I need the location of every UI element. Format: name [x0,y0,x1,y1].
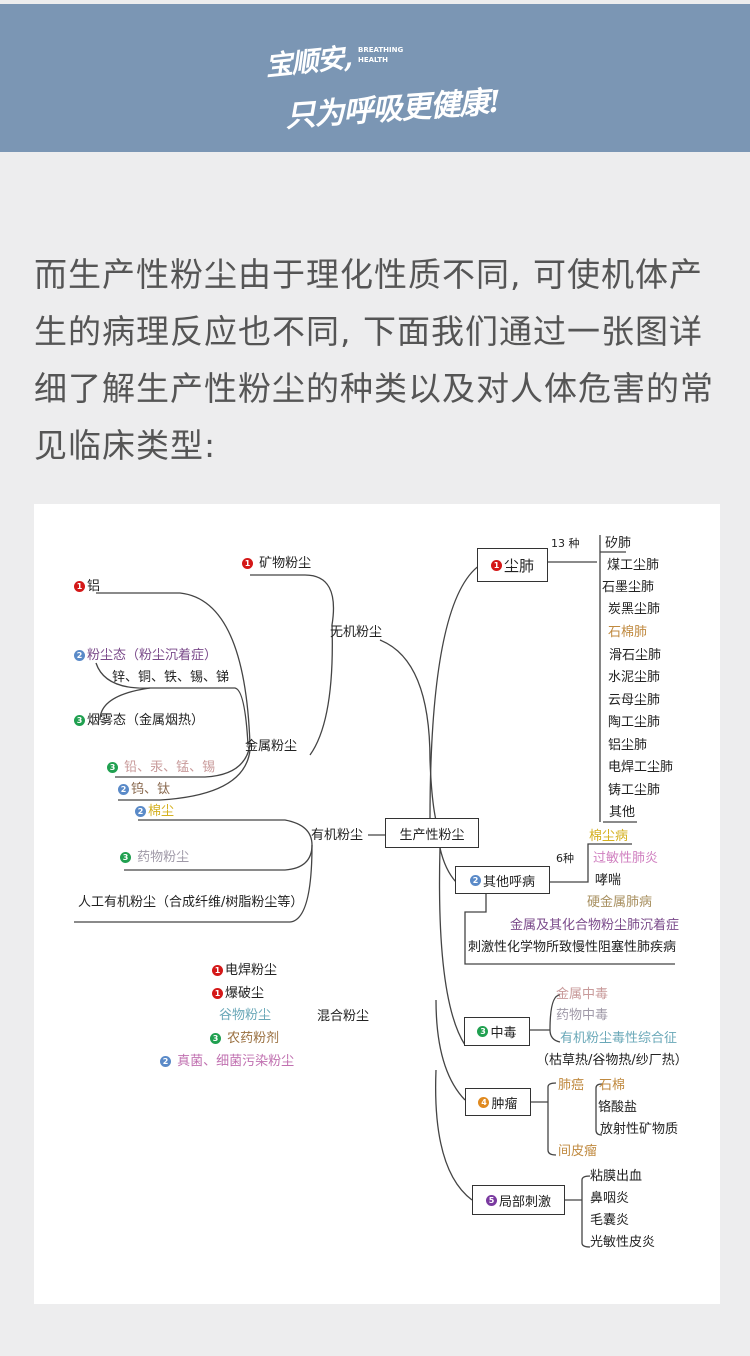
badge-3-icon: 3 [210,1033,221,1044]
label: 局部刺激 [498,1194,551,1210]
node-fungi-dust: 2 真菌、细菌污染粉尘 [160,1054,294,1070]
cancer-cause: 石棉 [599,1078,626,1093]
node-mineral-dust: 1 矿物粉尘 [242,556,311,572]
badge-4-icon: 4 [478,1096,490,1108]
badge-5-icon: 5 [485,1194,497,1206]
irritation-item: 鼻咽炎 [590,1191,630,1206]
slogan-english-2: HEALTH [358,56,388,64]
label: 钨、钛 [131,782,171,797]
other-item: 哮喘 [595,873,622,888]
poison-item: （枯草热/谷物热/纱厂热） [536,1053,688,1068]
node-artificial-organic: 人工有机粉尘（合成纤维/树脂粉尘等） [78,895,304,910]
pneumo-item: 滑石尘肺 [609,648,662,663]
other-item: 金属及其化合物粉尘肺沉着症 [510,918,680,933]
label: 烟雾态（金属烟热） [87,713,205,728]
node-metal-dust: 金属粉尘 [245,739,298,754]
badge-2-icon: 2 [160,1056,171,1067]
node-grain-dust: 谷物粉尘 [219,1008,272,1023]
intro-paragraph: 而生产性粉尘由于理化性质不同, 可使机体产生的病理反应也不同, 下面我们通过一张… [34,255,714,465]
slogan-line2: 只为呼吸更健康! [284,84,502,135]
pneumo-item: 铝尘肺 [608,738,648,753]
cancer-cause: 铬酸盐 [598,1100,638,1115]
badge-3-icon: 3 [120,852,131,863]
label: 其他呼病 [482,874,535,890]
badge-3-icon: 3 [477,1026,489,1037]
badge-1-icon: 1 [74,581,85,592]
pneumo-item: 煤工尘肺 [607,558,660,573]
other-item: 硬金属肺病 [587,895,653,910]
badge-1-icon: 1 [212,965,223,976]
badge-1-icon: 1 [242,558,253,569]
label: 药物粉尘 [137,850,190,865]
other-item: 过敏性肺炎 [593,851,659,866]
pneumo-item: 云母尘肺 [608,693,661,708]
badge-3-icon: 3 [74,715,85,726]
irritation-item: 毛囊炎 [590,1213,630,1228]
node-inorganic-dust: 无机粉尘 [330,625,383,640]
pneumo-item: 矽肺 [605,536,632,551]
pneumo-item: 其他 [609,805,636,820]
poison-item: 药物中毒 [556,1008,609,1023]
label: 肿瘤 [491,1096,518,1112]
slogan-line1: 宝顺安, [263,42,354,83]
pneumo-item: 炭黑尘肺 [608,602,661,617]
root-node: 生产性粉尘 [385,818,479,848]
node-lung-cancer: 肺癌 [558,1078,585,1093]
node-lead-group: 3 铅、汞、锰、锡 [107,760,215,776]
irritation-item: 光敏性皮炎 [590,1235,656,1250]
pneumo-count: 13 种 [551,537,580,550]
pneumo-item: 陶工尘肺 [608,715,661,730]
label: 矿物粉尘 [259,556,312,571]
badge-2-icon: 2 [135,806,146,817]
label: 粉尘态（粉尘沉着症） [87,648,218,663]
badge-1-icon: 1 [490,559,502,571]
badge-3-icon: 3 [107,762,118,773]
cancer-cause: 放射性矿物质 [600,1122,679,1137]
irritation-item: 粘膜出血 [590,1169,643,1184]
node-organic-dust: 有机粉尘 [311,828,364,843]
slogan-english-1: BREATHING [358,46,404,54]
label: 铅、汞、锰、锡 [124,760,216,775]
other-item: 棉尘病 [589,829,629,844]
label: 尘肺 [503,556,534,575]
pneumo-item: 石墨尘肺 [602,580,655,595]
pneumo-item: 石棉肺 [608,625,648,640]
pneumo-item: 水泥尘肺 [608,670,661,685]
label: 爆破尘 [225,986,265,1001]
pneumo-item: 电焊工尘肺 [608,760,674,775]
header-banner: 宝顺安, BREATHING HEALTH 只为呼吸更健康! [0,4,750,152]
label: 真菌、细菌污染粉尘 [177,1054,295,1069]
node-drug-dust: 3 药物粉尘 [120,850,189,866]
other-count: 6种 [556,852,574,865]
label: 棉尘 [148,804,175,819]
pneumo-item: 铸工尘肺 [608,783,661,798]
badge-1-icon: 1 [212,988,223,999]
node-mixed-dust: 混合粉尘 [317,1009,370,1024]
label: 农药粉剂 [227,1031,280,1046]
badge-2-icon: 2 [118,784,129,795]
other-item: 刺激性化学物所致慢性阻塞性肺疾病 [468,940,677,955]
node-pesticide: 3 农药粉剂 [210,1031,279,1047]
poison-item: 金属中毒 [556,987,609,1002]
poison-item: 有机粉尘毒性综合征 [560,1031,678,1046]
badge-2-icon: 2 [74,650,85,661]
label: 中毒 [490,1026,517,1041]
node-dust-state-metals: 锌、铜、铁、锡、锑 [112,670,230,685]
label: 电焊粉尘 [225,963,278,978]
badge-2-icon: 2 [469,874,481,886]
label: 铝 [87,579,101,594]
node-mesothelioma: 间皮瘤 [558,1144,598,1159]
